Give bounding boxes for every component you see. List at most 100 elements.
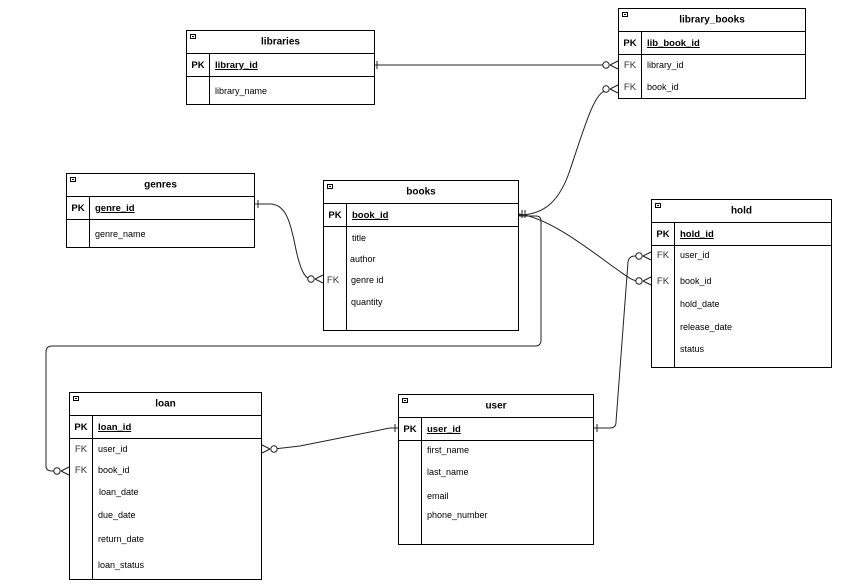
pk-field: book_id	[352, 210, 389, 221]
pk-row: PK library_id	[187, 54, 374, 77]
attr-field: release_date	[680, 322, 733, 332]
entity-title: hold	[730, 205, 753, 217]
fk-label: FK	[326, 275, 340, 286]
pk-label: PK	[191, 60, 205, 71]
attr-field: title	[352, 233, 367, 243]
pk-label: PK	[403, 424, 417, 435]
relationship-user-loan	[273, 427, 398, 450]
entity-title: genres	[144, 179, 177, 191]
collapse-icon[interactable]	[73, 396, 79, 401]
attr-field: phone_number	[427, 510, 488, 520]
zero-or-many-marker-circle	[307, 275, 315, 283]
attr-field: hold_date	[680, 299, 720, 309]
relationship-user-hold	[594, 255, 639, 429]
pk-field: lib_book_id	[647, 38, 700, 49]
collapse-icon[interactable]	[622, 12, 628, 17]
fk-label: FK	[656, 250, 670, 261]
zero-or-many-marker	[261, 444, 271, 454]
attr-field: author	[350, 254, 376, 264]
pk-row: PK hold_id	[652, 223, 831, 246]
zero-or-many-marker	[314, 274, 324, 284]
pk-label: PK	[623, 38, 637, 49]
collapse-icon[interactable]	[70, 177, 76, 182]
zero-or-many-marker-circle	[635, 252, 643, 260]
attr-field: user_id	[98, 444, 128, 454]
attr-field: genre id	[351, 275, 384, 285]
entity-user[interactable]: user PK user_id first_name last_name ema…	[398, 394, 594, 545]
pk-label: PK	[656, 229, 670, 240]
attr-field: status	[680, 344, 705, 354]
relationship-books-library-books	[518, 90, 607, 216]
entity-header: hold	[652, 200, 831, 223]
attr-field: email	[427, 491, 449, 501]
attr-field: last_name	[427, 467, 469, 477]
fk-label: FK	[656, 276, 670, 287]
zero-or-many-marker	[609, 84, 619, 94]
attr-field: book_id	[98, 465, 130, 475]
fk-label: FK	[74, 465, 88, 476]
collapse-icon[interactable]	[190, 34, 196, 39]
entity-header: genres	[67, 174, 254, 197]
attr-field: loan_status	[98, 560, 145, 570]
entity-title: libraries	[261, 36, 300, 48]
entity-header: library_books	[619, 9, 805, 32]
zero-or-many-marker-circle	[602, 61, 610, 69]
zero-or-many-marker-circle	[53, 467, 61, 475]
entity-header: books	[324, 181, 518, 204]
entity-title: books	[406, 186, 436, 198]
relationship-books-hold	[518, 213, 640, 282]
pk-field: genre_id	[95, 203, 135, 214]
attr-field: first_name	[427, 445, 470, 455]
entity-header: libraries	[187, 31, 374, 54]
entity-books[interactable]: books PK book_id title author FK genre i…	[323, 180, 519, 331]
pk-row: PK user_id	[399, 418, 593, 441]
zero-or-many-marker-circle	[270, 445, 278, 453]
entity-genres[interactable]: genres PK genre_id genre_name	[66, 173, 255, 248]
relationship-genres-books	[255, 203, 312, 280]
pk-label: PK	[328, 210, 342, 221]
entity-loan[interactable]: loan PK loan_id FK user_id FK book_id lo…	[69, 392, 262, 580]
zero-or-many-marker-circle	[635, 277, 643, 285]
zero-or-many-marker	[642, 276, 652, 286]
fk-label: FK	[74, 444, 88, 455]
zero-or-many-marker	[60, 466, 70, 476]
pk-label: PK	[74, 422, 88, 433]
entity-title: user	[485, 400, 507, 412]
attr-field: quantity	[351, 297, 383, 307]
fk-label: FK	[623, 60, 637, 71]
attr-field: book_id	[680, 276, 712, 286]
pk-field: user_id	[427, 424, 461, 435]
fk-label: FK	[623, 82, 637, 93]
collapse-icon[interactable]	[327, 184, 333, 189]
zero-or-many-marker-circle	[602, 85, 610, 93]
attr-field: library_id	[647, 60, 684, 70]
attr-field: loan_date	[99, 487, 139, 497]
attr-field: genre_name	[95, 229, 146, 239]
pk-row: PK book_id	[324, 204, 518, 227]
attr-field: user_id	[680, 250, 710, 260]
pk-label: PK	[71, 203, 85, 214]
pk-field: hold_id	[680, 229, 714, 240]
pk-row: PK loan_id	[70, 416, 261, 439]
attr-field: due_date	[98, 510, 136, 520]
entity-header: user	[399, 395, 593, 418]
entity-title: loan	[155, 398, 176, 410]
entity-header: loan	[70, 393, 261, 416]
attr-field: return_date	[98, 534, 145, 544]
relationship-books-loan	[45, 215, 542, 472]
pk-field: loan_id	[98, 422, 132, 433]
collapse-icon[interactable]	[402, 398, 408, 403]
attr-field: library_name	[215, 86, 268, 96]
pk-row: PK lib_book_id	[619, 32, 805, 55]
attr-field: book_id	[647, 82, 679, 92]
entity-libraries[interactable]: libraries PK library_id library_name	[186, 30, 375, 105]
entity-hold[interactable]: hold PK hold_id FK user_id FK book_id ho…	[651, 199, 832, 368]
pk-row: PK genre_id	[67, 197, 254, 220]
pk-field: library_id	[215, 60, 258, 71]
zero-or-many-marker	[642, 251, 652, 261]
entity-title: library_books	[679, 14, 745, 26]
zero-or-many-marker	[609, 60, 619, 70]
entity-library-books[interactable]: library_books PK lib_book_id FK library_…	[618, 8, 806, 99]
collapse-icon[interactable]	[655, 203, 661, 208]
